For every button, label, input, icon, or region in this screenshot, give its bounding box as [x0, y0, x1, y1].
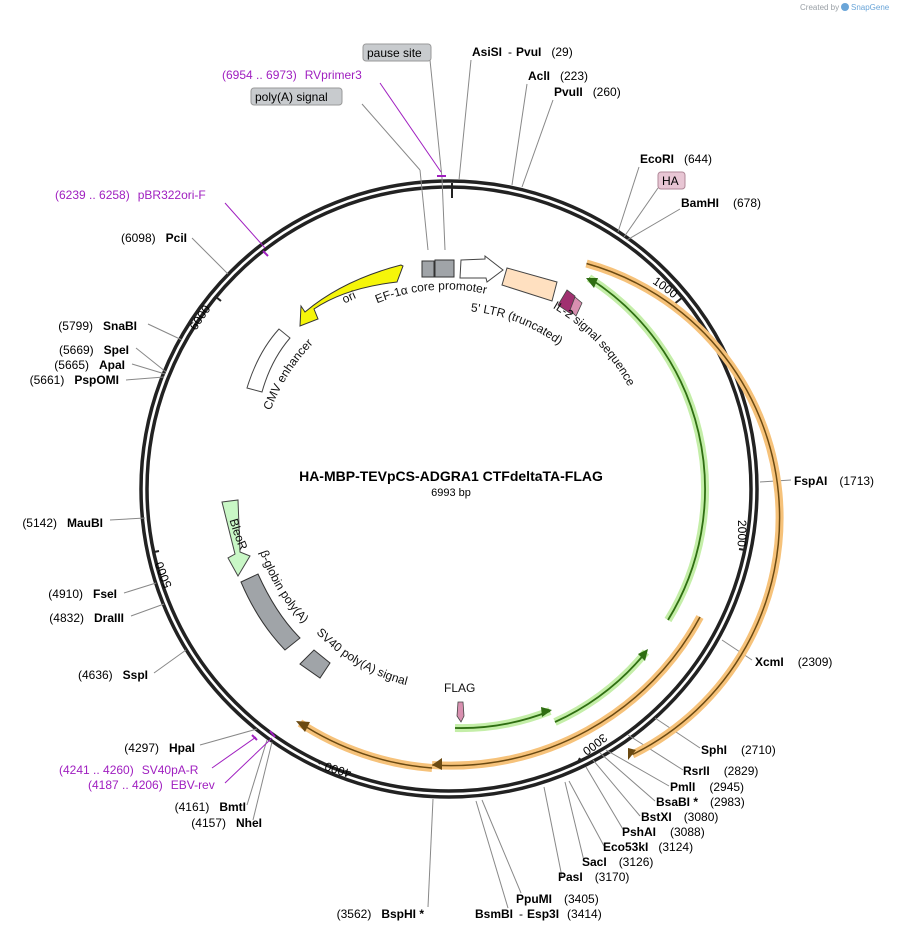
il2-signal-arrow-2: [569, 296, 583, 317]
site-pshai: PshAI(3088): [622, 825, 705, 839]
ef1a-promoter-arrow: [459, 254, 504, 283]
mbp-arcs: [454, 274, 709, 733]
primer-marks: [251, 175, 446, 741]
orf-arrow-inner: [432, 758, 442, 770]
site-hpai: (4297)HpaI: [124, 741, 195, 755]
label-ori: ori: [340, 288, 358, 306]
tick-label-2000: 2000: [734, 520, 749, 548]
site-pmli: PmlI(2945): [670, 780, 744, 794]
pill-pause-site: pause site: [362, 43, 432, 62]
bleor-arrow: [221, 499, 251, 577]
site-sphi: SphI(2710): [701, 743, 776, 757]
plasmid-title: HA-MBP-TEVpCS-ADGRA1 CTFdeltaTA-FLAG: [299, 468, 603, 484]
snapgene-logo-icon: [841, 3, 849, 11]
site-sspi: (4636)SspI: [78, 668, 148, 682]
credit-text: Created by: [800, 3, 839, 12]
ori-arrow: [299, 264, 404, 327]
bglobin-polya-box: [240, 573, 301, 651]
site-maubi: (5142)MauBI: [22, 516, 103, 530]
site-pspomi: (5661)PspOMI: [30, 373, 119, 387]
site-bmti: (4161)BmtI: [175, 800, 246, 814]
label-flag: FLAG: [444, 681, 475, 695]
svg-text:poly(A) signal: poly(A) signal: [255, 90, 328, 104]
orf-arcs: [296, 259, 784, 772]
primer-label-ebv-rev: (4187 .. 4206)EBV-rev: [88, 778, 215, 792]
site-fsei: (4910)FseI: [48, 587, 117, 601]
site-snabi: (5799)SnaBI: [58, 319, 137, 333]
inner-features: [221, 254, 583, 723]
leader-lines: [109, 59, 792, 909]
pill-polya-signal: poly(A) signal: [250, 87, 343, 106]
flag-arrow: [456, 701, 465, 723]
site-pvuii: PvuII(260): [554, 85, 621, 99]
green-arrow-top: [586, 278, 598, 288]
site-pasi: PasI(3170): [558, 870, 629, 884]
site-eco53ki: Eco53kI(3124): [603, 840, 693, 854]
svg-text:HA: HA: [662, 174, 679, 188]
label-5-ltr: 5' LTR (truncated): [470, 300, 565, 347]
site-saci: SacI(3126): [582, 855, 653, 869]
orf-arrow-left: [296, 721, 310, 732]
site-bsabi: BsaBI *(2983): [656, 795, 745, 809]
primer-label-sv40pa-r: (4241 .. 4260)SV40pA-R: [59, 763, 199, 777]
site-apai: (5665)ApaI: [54, 358, 125, 372]
site-draiii: (4832)DraIII: [49, 611, 124, 625]
green-arrow-mid: [638, 649, 648, 661]
pill-ha: HA: [657, 171, 686, 190]
primer-leaders: [211, 82, 442, 784]
site-spei: (5669)SpeI: [59, 343, 129, 357]
site-xcmi: XcmI(2309): [755, 655, 832, 669]
site-pcii: (6098)PciI: [121, 231, 187, 245]
site-nhei: (4157)NheI: [191, 816, 262, 830]
site-bsphi: (3562)BspHI *: [337, 907, 425, 921]
label-sv40-polya: SV40 poly(A) signal: [314, 625, 409, 688]
sv40-polya-box: [299, 649, 331, 679]
backbone: [139, 179, 759, 799]
site-fspai: FspAI(1713): [794, 474, 874, 488]
site-bstxi: BstXI(3080): [641, 810, 718, 824]
credit-brand: SnapGene: [851, 3, 890, 12]
primer-label-rvprimer3: (6954 .. 6973)RVprimer3: [222, 68, 362, 82]
green-arrow-low: [541, 707, 552, 717]
ltr-box: [501, 267, 558, 302]
site-acli: AclI(223): [528, 69, 588, 83]
site-ecori: EcoRI(644): [640, 152, 712, 166]
orf-arrow-outer: [628, 748, 636, 760]
cmv-enhancer-box: [246, 328, 291, 393]
site-bsmbi-esp3i: BsmBI-Esp3I(3414): [475, 907, 602, 921]
polya-box-1: [421, 260, 435, 278]
plasmid-length: 6993 bp: [431, 487, 471, 499]
site-ppumi: PpuMI(3405): [516, 892, 599, 906]
svg-text:pause site: pause site: [367, 46, 422, 60]
polya-box-2: [434, 259, 455, 278]
site-asisi-pvui: AsiSI-PvuI(29): [472, 45, 573, 59]
primer-label-pbr322ori-f: (6239 .. 6258)pBR322ori-F: [55, 188, 206, 202]
site-rsrii: RsrII(2829): [683, 764, 758, 778]
site-bamhi: BamHI(678): [681, 196, 761, 210]
label-il2-signal: IL-2 signal sequence: [551, 298, 638, 388]
